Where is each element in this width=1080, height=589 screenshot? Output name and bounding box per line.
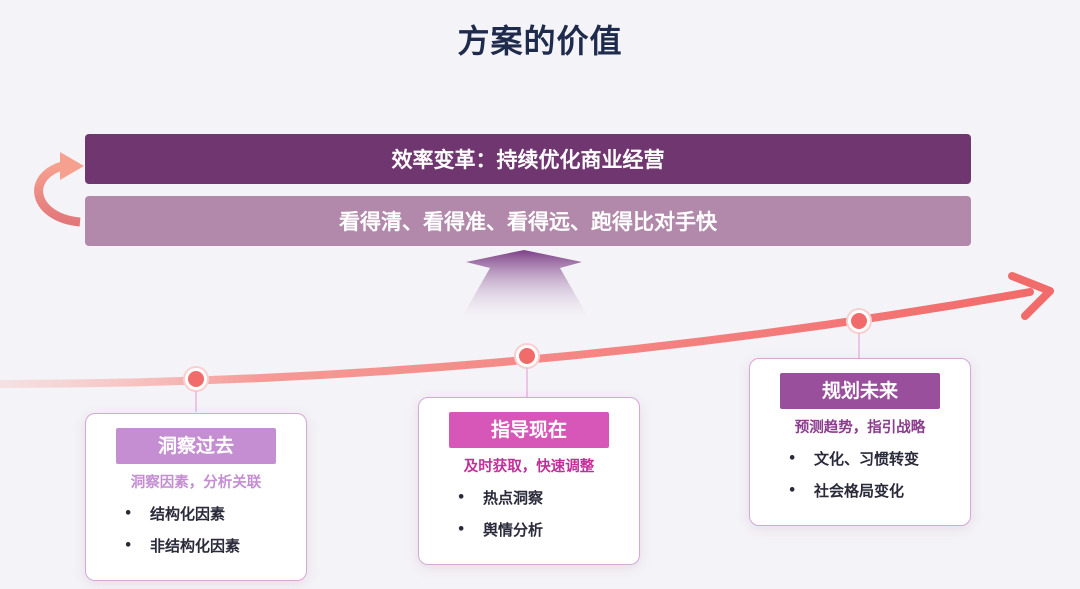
vision-banner: 看得清、看得准、看得远、跑得比对手快 (85, 196, 971, 246)
list-item: •结构化因素 (124, 498, 240, 530)
bullet-icon: • (788, 483, 797, 498)
cycle-arrow-icon (34, 161, 81, 227)
list-item: •热点洞察 (457, 482, 543, 514)
card-present-list: •热点洞察 •舆情分析 (457, 482, 543, 546)
milestone-dot (183, 366, 209, 392)
card-past-subtitle: 洞察因素，分析关联 (130, 474, 262, 491)
up-arrow-icon (458, 250, 592, 324)
efficiency-banner: 效率变革：持续优化商业经营 (85, 134, 971, 184)
list-item: •文化、习惯转变 (788, 443, 919, 475)
bullet-icon: • (788, 451, 797, 466)
bullet-icon: • (457, 490, 466, 505)
card-present-subtitle: 及时获取，快速调整 (463, 458, 595, 475)
milestone-dot (846, 308, 872, 334)
bullet-icon: • (124, 538, 133, 553)
card-future-label: 规划未来 (780, 373, 940, 409)
card-present-label: 指导现在 (449, 412, 609, 448)
card-past-list: •结构化因素 •非结构化因素 (124, 498, 240, 562)
card-future-subtitle: 预测趋势，指引战略 (794, 419, 926, 436)
list-item: •非结构化因素 (124, 530, 240, 562)
card-future-list: •文化、习惯转变 •社会格局变化 (788, 443, 919, 507)
list-item: •舆情分析 (457, 514, 543, 546)
page-title: 方案的价值 (457, 22, 623, 60)
milestone-dot (514, 343, 540, 369)
bullet-icon: • (457, 522, 466, 537)
card-present: 指导现在 及时获取，快速调整 •热点洞察 •舆情分析 (418, 397, 640, 565)
card-past-label: 洞察过去 (116, 428, 276, 464)
bullet-icon: • (124, 506, 133, 521)
card-past: 洞察过去 洞察因素，分析关联 •结构化因素 •非结构化因素 (85, 413, 307, 581)
list-item: •社会格局变化 (788, 475, 919, 507)
growth-arrow-head (1008, 272, 1054, 320)
card-future: 规划未来 预测趋势，指引战略 •文化、习惯转变 •社会格局变化 (749, 358, 971, 526)
